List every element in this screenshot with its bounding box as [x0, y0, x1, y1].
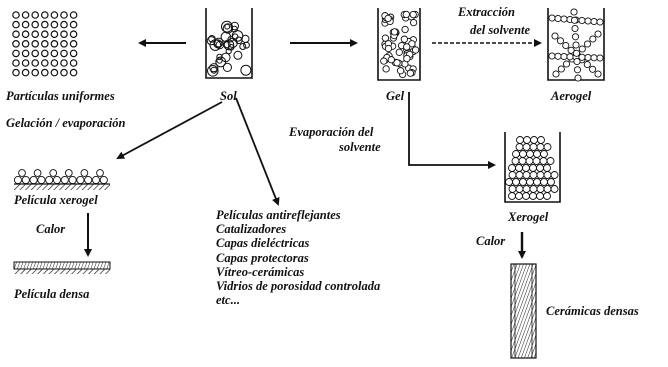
label-uniform-particles: Partículas uniformes — [6, 89, 115, 103]
label-dense-film: Película densa — [14, 287, 90, 301]
application-item: Películas antireflejantes — [216, 208, 341, 222]
arrow-gel-to-xerogel — [408, 92, 496, 169]
arrow-sol-to-applications — [235, 97, 280, 206]
application-item: etc... — [216, 293, 240, 308]
label-extraction: Extracción — [458, 5, 515, 19]
label-xerogel: Xerogel — [508, 210, 549, 224]
label-aerogel: Aerogel — [551, 89, 592, 103]
application-item: Vítreo-cerámicas — [216, 264, 305, 279]
aerogel-beaker — [547, 8, 605, 82]
gel-beaker — [377, 8, 421, 81]
xerogel-beaker — [504, 132, 561, 203]
label-solvent: solvente — [339, 140, 381, 154]
label-dense-ceramics: Cerámicas densas — [546, 304, 639, 318]
application-item: Capas protectoras — [216, 250, 309, 265]
application-item: Capas dieléctricas — [216, 236, 310, 251]
xerogel-film — [13, 169, 110, 190]
label-heat-right: Calor — [476, 234, 506, 248]
uniform-particles-grid — [12, 11, 78, 77]
dense-film — [13, 261, 111, 274]
label-evaporation-of: Evaporación del — [289, 125, 374, 139]
label-gel: Gel — [386, 89, 405, 103]
application-item: Catalizadores — [216, 222, 287, 237]
label-heat-left: Calor — [36, 222, 66, 236]
applications-list: Películas antireflejantes Catalizadores … — [216, 208, 380, 307]
dense-ceramic-bar — [510, 263, 537, 359]
label-sol: Sol — [220, 89, 237, 103]
application-item: Vidrios de porosidad controlada — [216, 279, 381, 294]
sol-beaker — [205, 8, 253, 79]
arrow-sol-to-xerogel-film — [116, 101, 223, 159]
label-gelation: Gelación / evaporación — [6, 116, 126, 130]
label-xerogel-film: Película xerogel — [14, 193, 98, 207]
label-of-solvent: del solvente — [470, 23, 531, 37]
